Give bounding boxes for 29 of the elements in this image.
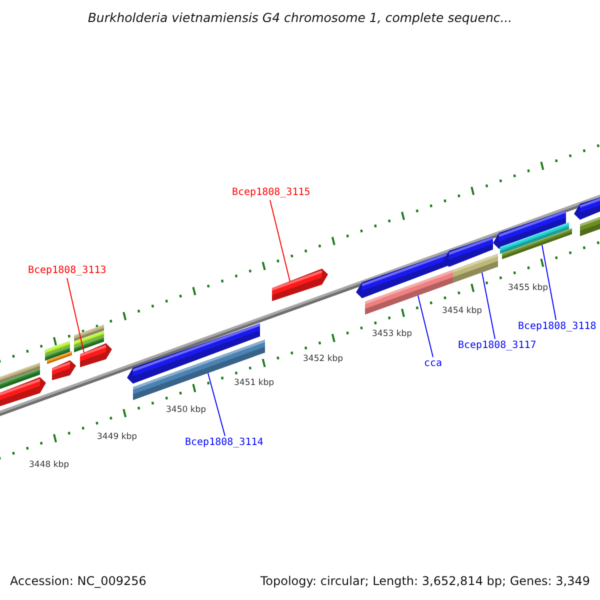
leader-line xyxy=(418,295,434,358)
footer-text: Topology: circular; Length: 3,652,814 bp; Genes: 3,349 xyxy=(260,575,590,587)
footer-text: Accession: NC_009256 xyxy=(10,575,146,587)
gene-feature xyxy=(52,360,76,380)
gene-label: Bcep1808_3117 xyxy=(458,341,536,351)
gene-feature xyxy=(502,228,572,260)
scale-label: 3454 kbp xyxy=(442,307,482,316)
gene-label: cca xyxy=(424,359,442,369)
scale-label: 3452 kbp xyxy=(303,355,344,364)
gene-feature xyxy=(272,268,328,302)
scale-label: 3453 kbp xyxy=(372,330,412,338)
scale-label: 3450 kbp xyxy=(166,406,206,414)
scale-label: 3455 kbp xyxy=(508,284,548,292)
leader-line xyxy=(208,372,226,436)
gene-label: Bcep1808_3118 xyxy=(518,322,596,332)
gene-feature xyxy=(80,343,112,368)
gene-label: Bcep1808_3114 xyxy=(185,438,264,448)
gene-label: Bcep1808_3115 xyxy=(232,188,310,198)
leader-line xyxy=(66,278,84,354)
gene-label: Bcep1808_3113 xyxy=(28,266,106,276)
gene-feature xyxy=(443,236,493,267)
gene-feature xyxy=(0,377,46,409)
leader-line xyxy=(542,244,556,320)
title: Burkholderia vietnamiensis G4 chromosome 1, complete sequenc... xyxy=(86,12,514,24)
scale-label: 3449 kbp xyxy=(97,433,138,442)
leader-line xyxy=(270,200,290,282)
scale-label: 3451 kbp xyxy=(234,379,274,388)
leader-line xyxy=(482,272,496,340)
scale-label: 3448 kbp xyxy=(29,461,70,470)
